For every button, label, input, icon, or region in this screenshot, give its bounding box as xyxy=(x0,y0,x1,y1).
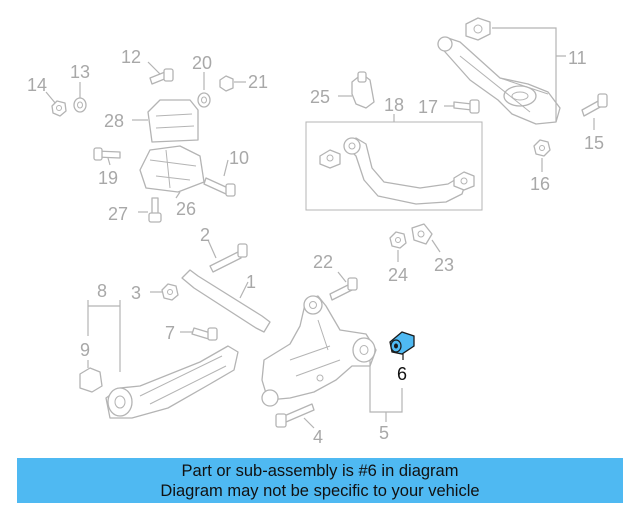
part-28-mount-upper xyxy=(132,99,199,143)
callout-4: 4 xyxy=(313,427,323,447)
part-20-washer xyxy=(197,72,211,108)
callout-14: 14 xyxy=(27,75,47,95)
part-10-bolt xyxy=(203,159,236,197)
part-26-mount-lower xyxy=(139,145,205,199)
callout-7: 7 xyxy=(165,323,175,343)
info-banner: Part or sub-assembly is #6 in diagram Di… xyxy=(17,458,623,503)
part-7-bolt xyxy=(180,327,218,341)
callout-18: 18 xyxy=(384,95,404,115)
part-22-bolt xyxy=(329,271,358,301)
part-21-nut xyxy=(219,75,246,92)
part-23-cam xyxy=(411,223,441,253)
callout-27: 27 xyxy=(108,204,128,224)
knuckle xyxy=(261,295,377,407)
callout-12: 12 xyxy=(121,47,141,67)
callout-15: 15 xyxy=(584,133,604,153)
part-17-bolt xyxy=(444,99,480,114)
callout-19: 19 xyxy=(98,168,118,188)
part-15-bolt xyxy=(581,93,608,130)
callout-20: 20 xyxy=(192,53,212,73)
banner-line-1: Part or sub-assembly is #6 in diagram xyxy=(181,462,459,480)
part-12-bolt xyxy=(147,61,174,85)
part-2-bolt xyxy=(207,239,248,273)
part-11-upper-arm xyxy=(437,17,566,125)
part-4-bolt xyxy=(275,403,315,429)
callout-1: 1 xyxy=(246,272,256,292)
part-13-washer xyxy=(73,82,87,113)
part-25-bracket xyxy=(338,71,375,109)
callout-26: 26 xyxy=(176,199,196,219)
callout-2: 2 xyxy=(200,225,210,245)
part-27-bolt xyxy=(138,197,162,223)
callout-24: 24 xyxy=(388,265,408,285)
part-18-box xyxy=(305,114,483,211)
callout-25: 25 xyxy=(310,87,330,107)
callout-17: 17 xyxy=(418,97,438,117)
part-8-trailing-arm xyxy=(105,345,239,419)
part-3-nut xyxy=(150,283,179,301)
part-24-nut xyxy=(389,231,407,262)
part-5-bracket-lines xyxy=(369,360,403,422)
callout-9: 9 xyxy=(80,340,90,360)
part-6-bushing-highlighted[interactable] xyxy=(389,331,415,360)
banner-line-2: Diagram may not be specific to your vehi… xyxy=(160,482,480,500)
part-19-bolt xyxy=(93,147,121,166)
part-8-bracket-lines xyxy=(87,300,121,372)
part-18-control-link xyxy=(319,137,475,205)
callout-13: 13 xyxy=(70,62,90,82)
callout-21: 21 xyxy=(248,72,268,92)
callout-23: 23 xyxy=(434,255,454,275)
part-16-nut xyxy=(533,139,551,172)
callout-22: 22 xyxy=(313,252,333,272)
callout-8: 8 xyxy=(97,281,107,301)
callout-16: 16 xyxy=(530,174,550,194)
part-14-nut xyxy=(45,91,67,117)
callout-28: 28 xyxy=(104,111,124,131)
callout-11: 11 xyxy=(568,48,587,68)
callout-10: 10 xyxy=(229,148,249,168)
callout-3: 3 xyxy=(131,283,141,303)
part-1-lateral-arm xyxy=(181,269,271,333)
part-9-bushing xyxy=(79,360,103,393)
callout-5: 5 xyxy=(379,423,389,443)
callout-6: 6 xyxy=(397,364,407,384)
